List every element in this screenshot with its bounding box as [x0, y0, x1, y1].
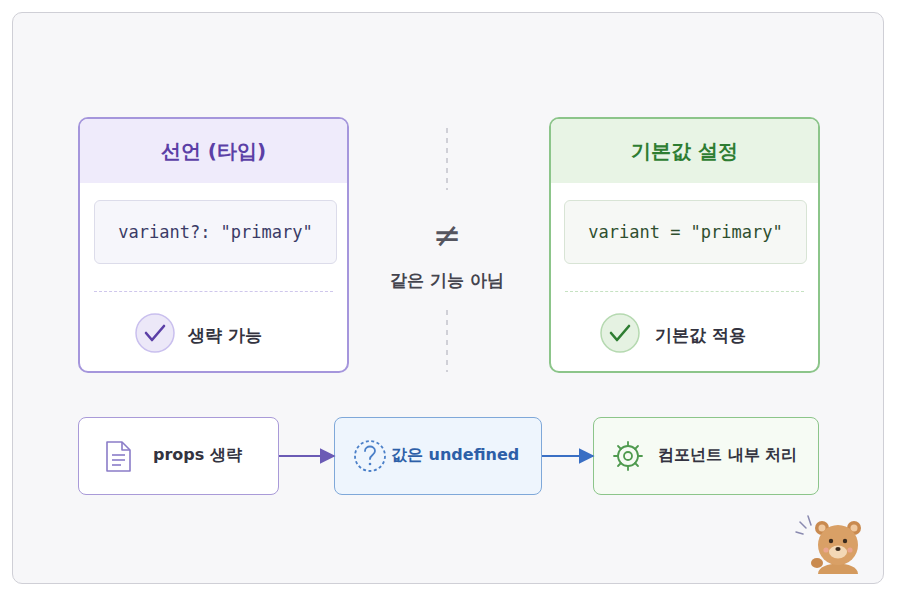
process-label: 값은 undefined [391, 418, 519, 493]
code-box: variant = "primary" [564, 200, 807, 264]
process-box: 값은 undefined [334, 417, 542, 495]
flow-arrow [279, 455, 334, 457]
process-label: props 생략 [153, 418, 242, 493]
question-icon [355, 441, 385, 471]
card-heading: 선언 (타입) [80, 119, 347, 183]
process-box: 컴포넌트 내부 처리 [593, 417, 819, 495]
dashed-divider [565, 291, 804, 292]
code-text: variant?: "primary" [95, 201, 336, 263]
flow-arrow [542, 455, 593, 457]
dashed-divider [94, 291, 333, 292]
document-icon [107, 442, 130, 471]
process-box: props 생략 [78, 417, 279, 495]
check-label: 기본값 적용 [655, 318, 746, 352]
bear-mascot [796, 516, 861, 574]
check-label: 생략 가능 [188, 318, 262, 352]
dashed-separator [446, 128, 448, 190]
comparison-note: 같은 기능 아님 [367, 264, 527, 296]
check-icon [601, 314, 639, 352]
card-heading: 기본값 설정 [551, 119, 818, 183]
dashed-separator [446, 310, 448, 372]
not-equal-sign: ≠ [397, 212, 497, 258]
gear-icon [614, 442, 642, 470]
process-label: 컴포넌트 내부 처리 [658, 418, 797, 493]
declaration-card: 선언 (타입) 생략 가능 variant?: "primary" [78, 117, 349, 373]
code-box: variant?: "primary" [94, 200, 337, 264]
default-value-card: 기본값 설정기본값 적용 variant = "primary" [549, 117, 820, 373]
check-icon [136, 314, 174, 352]
code-text: variant = "primary" [565, 201, 806, 263]
